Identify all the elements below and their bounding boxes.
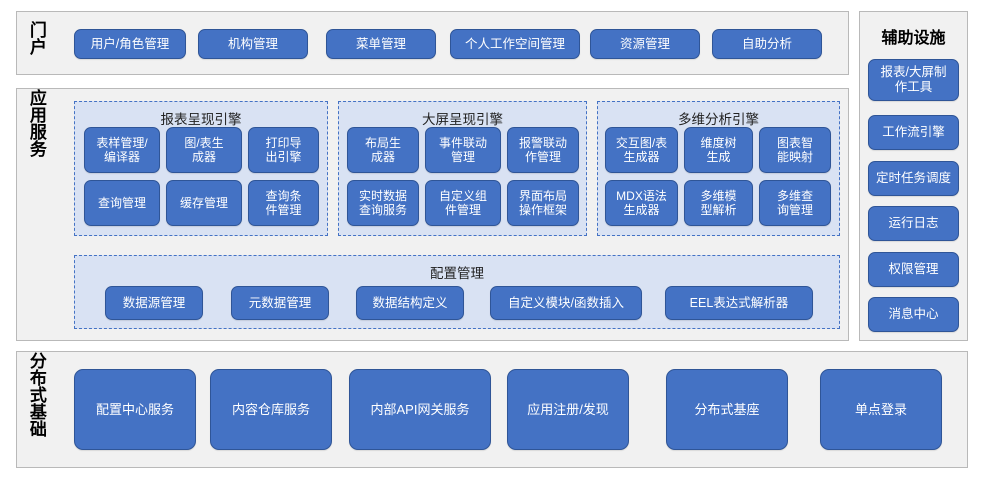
aux-button-scheduled-task[interactable]: 定时任务调度 xyxy=(868,161,959,196)
olap-engine-item-dimension-tree[interactable]: 维度树 生成 xyxy=(684,127,753,173)
bigscreen-engine-item-realtime-data-query[interactable]: 实时数据 查询服务 xyxy=(347,180,419,226)
report-engine-item-query-condition-manager[interactable]: 查询条 件管理 xyxy=(248,180,319,226)
aux-button-runtime-log[interactable]: 运行日志 xyxy=(868,206,959,241)
portal-button-menu[interactable]: 菜单管理 xyxy=(326,29,436,59)
bigscreen-engine-item-event-linkage[interactable]: 事件联动 管理 xyxy=(425,127,501,173)
portal-button-user-role[interactable]: 用户/角色管理 xyxy=(74,29,186,59)
report-engine-item-print-export-engine[interactable]: 打印导 出引擎 xyxy=(248,127,319,173)
report-engine-item-cache-manager[interactable]: 缓存管理 xyxy=(166,180,242,226)
bigscreen-engine-item-layout-generator[interactable]: 布局生 成器 xyxy=(347,127,419,173)
olap-engine-item-chart-smart-mapping[interactable]: 图表智 能映射 xyxy=(759,127,831,173)
bigscreen-engine-item-ui-layout-framework[interactable]: 界面布局 操作框架 xyxy=(507,180,579,226)
portal-button-personal-workspace[interactable]: 个人工作空间管理 xyxy=(450,29,580,59)
infra-button-content-repository-service[interactable]: 内容仓库服务 xyxy=(210,369,332,450)
infrastructure-section-label: 分布式基础 xyxy=(26,352,46,437)
config-item-datasource-management[interactable]: 数据源管理 xyxy=(105,286,203,320)
infra-button-internal-api-gateway-service[interactable]: 内部API网关服务 xyxy=(349,369,491,450)
config-item-data-structure-definition[interactable]: 数据结构定义 xyxy=(356,286,464,320)
group-bigscreen-engine-title: 大屏呈现引擎 xyxy=(422,112,503,127)
config-item-custom-module-function[interactable]: 自定义模块/函数插入 xyxy=(490,286,642,320)
bigscreen-engine-item-custom-component[interactable]: 自定义组 件管理 xyxy=(425,180,501,226)
aux-button-workflow-engine[interactable]: 工作流引擎 xyxy=(868,115,959,150)
aux-button-report-bigscreen-tool[interactable]: 报表/大屏制 作工具 xyxy=(868,59,959,101)
auxiliary-facilities-title: 辅助设施 xyxy=(881,30,946,47)
infra-button-config-center-service[interactable]: 配置中心服务 xyxy=(74,369,196,450)
report-engine-item-chart-table-generator[interactable]: 图/表生 成器 xyxy=(166,127,242,173)
portal-section-label: 门户 xyxy=(26,21,46,55)
olap-engine-item-multidim-query-manager[interactable]: 多维查 询管理 xyxy=(759,180,831,226)
portal-button-organization[interactable]: 机构管理 xyxy=(198,29,308,59)
bigscreen-engine-item-alarm-linkage-action[interactable]: 报警联动 作管理 xyxy=(507,127,579,173)
config-item-eel-expression-parser[interactable]: EEL表达式解析器 xyxy=(665,286,813,320)
application-service-section-label: 应用服务 xyxy=(26,89,46,157)
olap-engine-item-multidim-model-parser[interactable]: 多维模 型解析 xyxy=(684,180,753,226)
infra-button-single-sign-on[interactable]: 单点登录 xyxy=(820,369,942,450)
portal-button-resource[interactable]: 资源管理 xyxy=(590,29,700,59)
infra-button-distributed-base[interactable]: 分布式基座 xyxy=(666,369,788,450)
olap-engine-item-mdx-generator[interactable]: MDX语法 生成器 xyxy=(605,180,678,226)
group-report-engine-title: 报表呈现引擎 xyxy=(160,112,242,127)
group-config-management-title: 配置管理 xyxy=(430,266,484,281)
olap-engine-item-interactive-chart-generator[interactable]: 交互图/表 生成器 xyxy=(605,127,678,173)
infra-button-app-registration-discovery[interactable]: 应用注册/发现 xyxy=(507,369,629,450)
aux-button-permission-management[interactable]: 权限管理 xyxy=(868,252,959,287)
report-engine-item-template-manager[interactable]: 表样管理/ 编译器 xyxy=(84,127,160,173)
aux-button-message-center[interactable]: 消息中心 xyxy=(868,297,959,332)
group-olap-engine-title: 多维分析引擎 xyxy=(678,112,759,127)
config-item-metadata-management[interactable]: 元数据管理 xyxy=(231,286,329,320)
portal-button-self-service-analysis[interactable]: 自助分析 xyxy=(712,29,822,59)
report-engine-item-query-manager[interactable]: 查询管理 xyxy=(84,180,160,226)
